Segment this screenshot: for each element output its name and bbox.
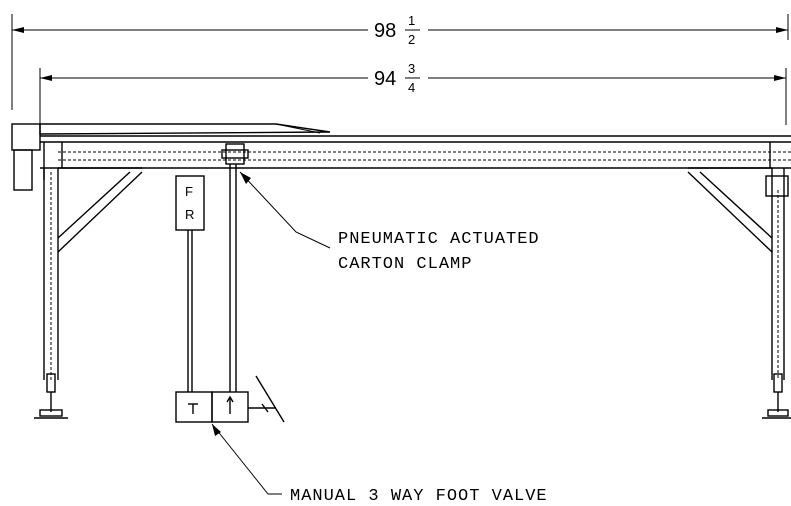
frame-dimension-whole: 94 bbox=[374, 68, 396, 90]
overall-dimension: 98 1 2 bbox=[11, 13, 789, 110]
left-leg bbox=[34, 167, 143, 419]
foot-valve bbox=[175, 375, 285, 423]
regulator-label-r: R bbox=[185, 207, 194, 222]
carton-clamp bbox=[221, 143, 249, 392]
clamp-label-line1: PNEUMATIC ACTUATED bbox=[338, 230, 540, 249]
clamp-leader bbox=[239, 171, 331, 249]
overall-dimension-whole: 98 bbox=[374, 20, 396, 42]
overall-dimension-denominator: 2 bbox=[408, 32, 415, 47]
conveyor-frame bbox=[11, 123, 791, 191]
frame-dimension: 94 3 4 bbox=[39, 61, 787, 125]
valve-leader bbox=[211, 423, 282, 495]
overall-dimension-numerator: 1 bbox=[408, 13, 415, 28]
valve-label: MANUAL 3 WAY FOOT VALVE bbox=[290, 487, 548, 506]
clamp-label-line2: CARTON CLAMP bbox=[338, 255, 472, 274]
filter-regulator: F R bbox=[175, 175, 205, 392]
frame-dimension-numerator: 3 bbox=[408, 61, 415, 76]
regulator-label-f: F bbox=[185, 184, 193, 199]
right-leg bbox=[687, 167, 791, 419]
frame-dimension-denominator: 4 bbox=[408, 80, 415, 95]
